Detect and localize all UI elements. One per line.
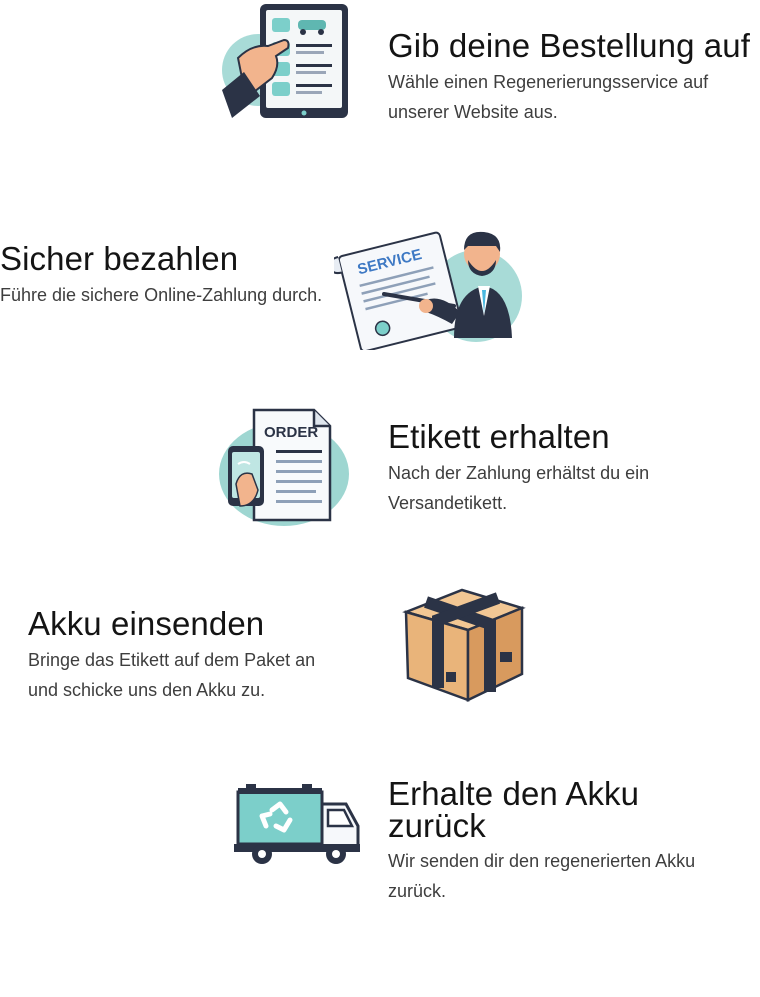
step-description: Bringe das Etikett auf dem Paket an und … — [28, 650, 316, 700]
step-title: Gib deine Bestellung auf — [388, 27, 750, 64]
step-title: Etikett erhalten — [388, 418, 610, 455]
package-box-icon — [398, 584, 530, 704]
step-description: Wir senden dir den regenerierten Akku zu… — [388, 851, 696, 901]
tablet-order-icon — [218, 0, 358, 125]
recycling-truck-icon — [232, 782, 364, 870]
svg-text:ORDER: ORDER — [264, 424, 318, 441]
step-description: Wähle einen Regenerierungsservice auf un… — [388, 72, 709, 122]
service-contract-icon: SERVICE — [334, 220, 529, 350]
step-title: Erhalte den Akku zurück — [388, 775, 640, 844]
step-4: Akku einsenden Bringe das Etikett auf de… — [28, 607, 348, 705]
step-description: Führe die sichere Online-Zahlung durch. — [0, 285, 323, 305]
step-5: Erhalte den Akku zurück Wir senden dir d… — [388, 775, 695, 906]
step-title: Sicher bezahlen — [0, 240, 239, 277]
step-1: Gib deine Bestellung auf Wähle einen Reg… — [388, 29, 760, 127]
step-3: Etikett erhalten Nach der Zahlung erhält… — [388, 420, 760, 518]
step-title: Akku einsenden — [28, 605, 265, 642]
order-label-icon: ORDER — [218, 404, 358, 529]
step-2: Sicher bezahlen Führe die sichere Online… — [0, 242, 345, 310]
step-description: Nach der Zahlung erhältst du ein Versand… — [388, 463, 650, 513]
